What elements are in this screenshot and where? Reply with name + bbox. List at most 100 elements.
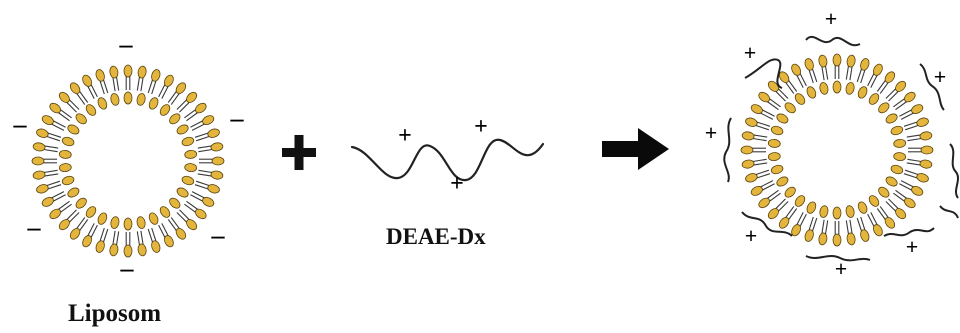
lipid-tail — [191, 191, 205, 199]
lipid-head — [95, 69, 105, 82]
lipid-tail — [90, 84, 98, 98]
lipid-head — [82, 235, 92, 248]
lipid-head — [61, 175, 75, 186]
positive-charge-sign: + — [906, 234, 919, 259]
lipid-tail — [147, 79, 154, 94]
lipid-head — [95, 240, 105, 253]
lipid-head — [845, 82, 855, 95]
lipid-tail — [57, 112, 70, 122]
lipid-head — [202, 197, 215, 207]
lipid-tail — [867, 213, 875, 227]
lipid-tail — [799, 213, 807, 227]
lipid-head — [148, 212, 159, 225]
lipid-head — [819, 205, 829, 218]
lipid-tail — [761, 183, 775, 191]
lipid-head — [791, 63, 801, 76]
positive-charge-sign: + — [745, 223, 758, 248]
negative-charge-sign: – — [120, 254, 135, 283]
lipid-tail — [47, 184, 62, 190]
lipid-tail — [79, 219, 89, 232]
lipid-tail — [102, 79, 109, 94]
lipid-head — [75, 113, 87, 125]
lipid-tail — [51, 123, 65, 131]
lipid-tail — [845, 220, 850, 235]
lipid-head — [845, 205, 855, 218]
lipid-head — [169, 113, 181, 125]
coated-liposome-bilayer — [740, 53, 934, 247]
lipid-head — [136, 216, 146, 229]
lipid-head — [151, 240, 161, 253]
lipid-tail — [760, 112, 774, 120]
lipid-head — [61, 136, 75, 147]
lipid-head — [109, 243, 119, 257]
lipid-head — [919, 159, 933, 169]
polymer-strand — [919, 63, 945, 111]
lipid-tail — [115, 231, 120, 246]
lipid-head — [794, 93, 806, 105]
lipid-head — [58, 163, 72, 173]
lipid-head — [36, 128, 49, 138]
lipid-tail — [777, 88, 789, 99]
lipid-head — [819, 82, 829, 95]
lipid-tail — [136, 231, 141, 246]
lipid-head — [740, 145, 754, 155]
polymer-strand — [805, 255, 871, 262]
lipid-tail — [179, 101, 190, 113]
lipid-head — [776, 176, 789, 187]
negative-charge-sign: – — [27, 213, 42, 242]
lipid-tail — [756, 173, 771, 179]
lipid-head — [110, 216, 120, 229]
lipid-tail — [755, 169, 770, 176]
lipid-tail — [808, 216, 814, 231]
lipid-tail — [184, 109, 197, 119]
lipid-tail — [59, 109, 72, 119]
lipid-head — [750, 186, 763, 196]
lipid-head — [758, 91, 770, 103]
arrow-right-icon — [602, 128, 669, 170]
lipid-tail — [184, 203, 197, 213]
lipid-head — [868, 195, 880, 207]
lipid-tail — [170, 217, 180, 230]
lipid-tail — [753, 162, 768, 166]
lipid-tail — [755, 124, 770, 131]
lipid-head — [181, 175, 195, 186]
lipid-head — [818, 232, 828, 246]
lipid-tail — [194, 184, 209, 190]
liposome-bilayer — [31, 64, 225, 258]
lipid-head — [868, 93, 880, 105]
lipid-tail — [753, 134, 768, 138]
lipid-tail — [899, 109, 913, 117]
lipid-head — [893, 138, 907, 148]
lipid-head — [67, 187, 80, 198]
lipid-tail — [811, 68, 818, 83]
lipid-head — [767, 152, 781, 162]
lipid-head — [97, 97, 108, 110]
lipid-tail — [756, 121, 771, 127]
lipid-head — [175, 228, 187, 240]
lipid-tail — [190, 194, 204, 202]
lipid-head — [32, 170, 46, 180]
lipid-head — [67, 124, 80, 135]
lipid-tail — [900, 112, 914, 120]
positive-charge-sign: + — [835, 256, 848, 281]
lipid-tail — [893, 98, 906, 108]
adsorbed-polymer-coating: + + + + + + + — [705, 6, 959, 281]
lipid-head — [175, 82, 187, 94]
lipid-head — [31, 156, 45, 166]
lipid-head — [806, 201, 817, 214]
lipid-tail — [888, 90, 899, 102]
lipid-tail — [860, 69, 866, 84]
lipid-tail — [906, 134, 921, 138]
lipid-tail — [167, 219, 177, 232]
lipid-tail — [799, 73, 807, 87]
lipid-head — [916, 117, 929, 127]
lipid-tail — [904, 169, 919, 176]
lipid-tail — [186, 200, 199, 210]
lipid-tail — [151, 80, 157, 95]
lipid-tail — [190, 120, 204, 128]
lipid-tail — [46, 135, 61, 142]
negative-charge-sign: – — [230, 104, 245, 133]
lipid-head — [745, 117, 758, 127]
positive-charge-sign: + — [744, 40, 757, 65]
lipid-head — [791, 224, 801, 237]
